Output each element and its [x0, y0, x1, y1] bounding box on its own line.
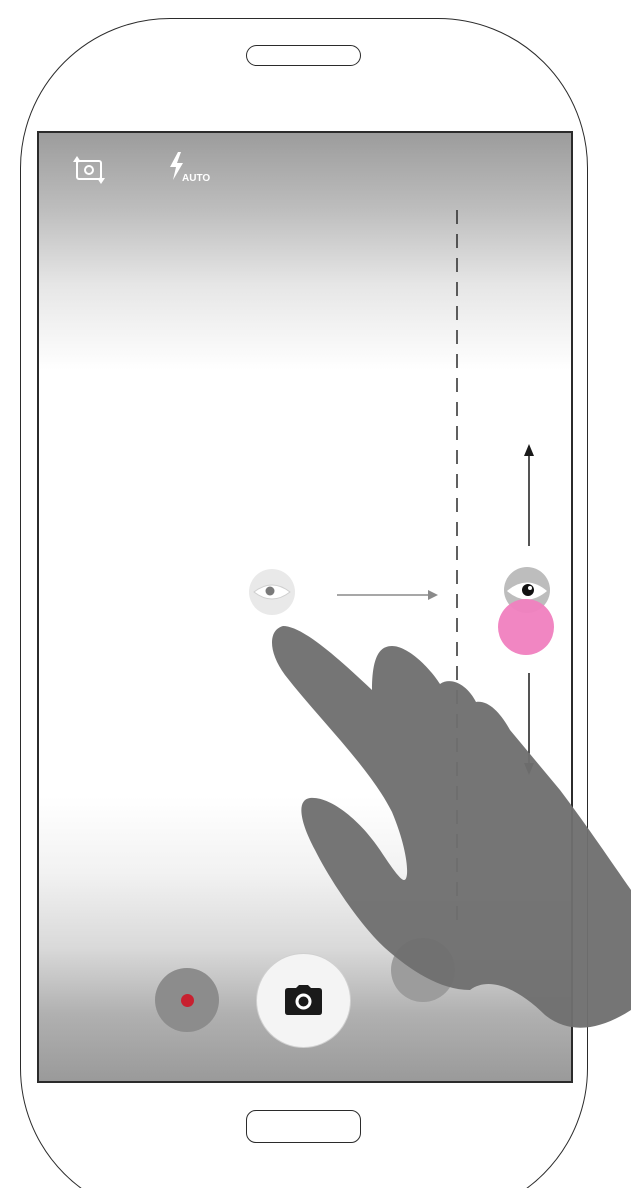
phone-speaker — [246, 45, 361, 66]
gallery-thumbnail[interactable] — [391, 938, 455, 1002]
camera-icon — [285, 985, 322, 1015]
phone-home-button[interactable] — [246, 1110, 361, 1143]
camera-screen: AUTO — [37, 131, 573, 1083]
record-icon — [181, 994, 194, 1007]
switch-camera-icon[interactable] — [73, 155, 109, 185]
shutter-button[interactable] — [257, 954, 350, 1047]
flash-mode-label: AUTO — [182, 173, 210, 184]
video-record-button[interactable] — [155, 968, 219, 1032]
